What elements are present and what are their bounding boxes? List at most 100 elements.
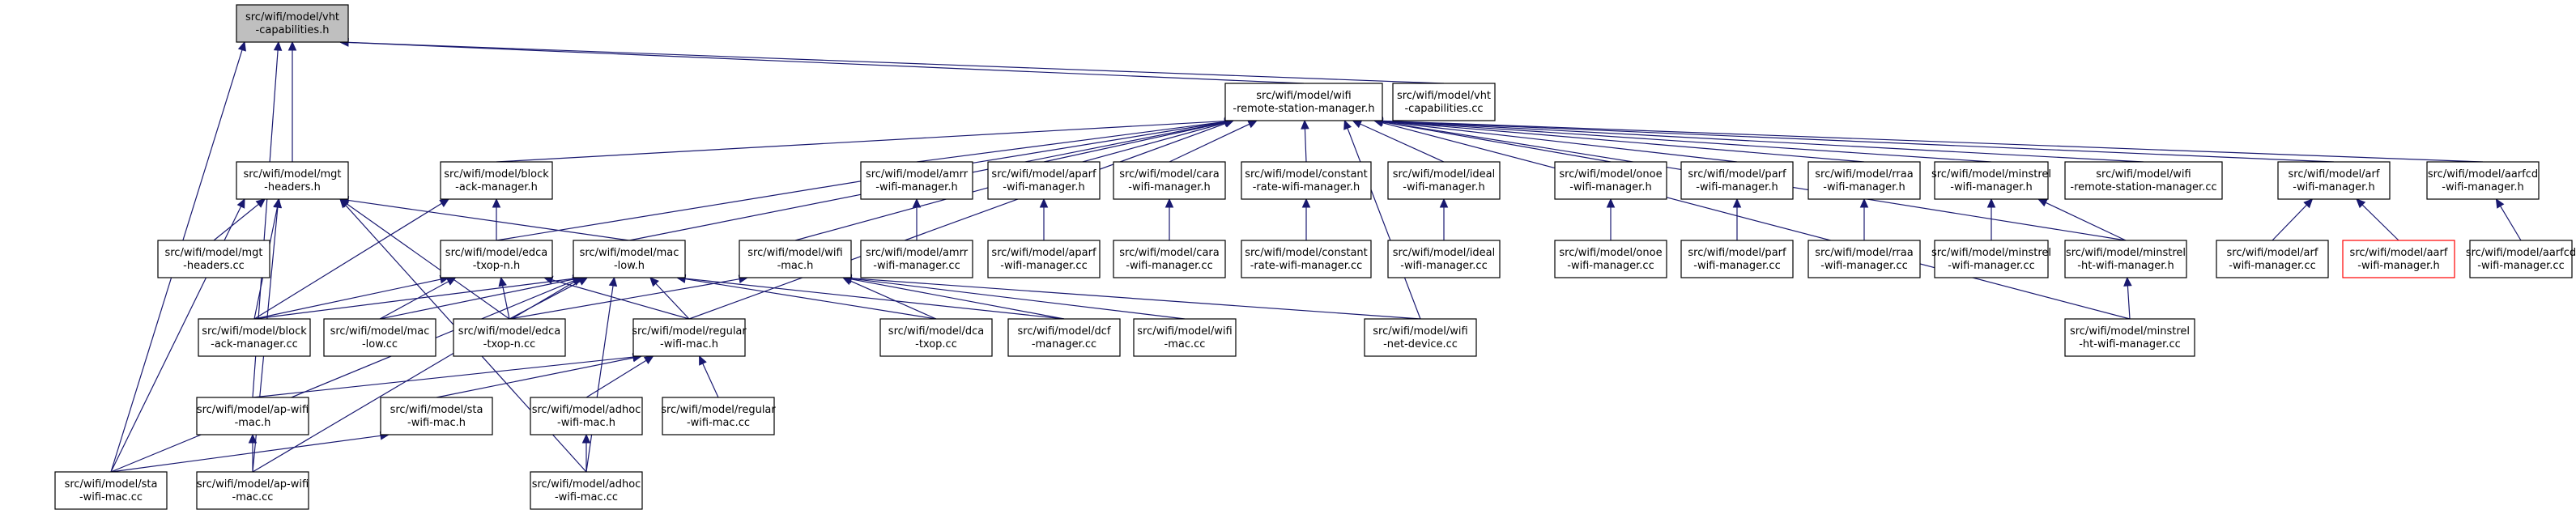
file-node-minstrel-h[interactable]: src/wifi/model/minstrel-wifi-manager.h: [1931, 161, 2051, 200]
edge-mht_h-to-minstrel_h: [2037, 198, 2127, 241]
node-box: [54, 471, 168, 510]
node-box: [1007, 318, 1121, 357]
file-node-cara-cc[interactable]: src/wifi/model/cara-wifi-manager.cc: [1113, 240, 1226, 278]
node-box: [1680, 240, 1794, 278]
file-node-rsm-h[interactable]: src/wifi/model/wifi-remote-station-manag…: [1224, 83, 1383, 121]
node-label-line: -low.cc: [362, 338, 398, 350]
file-node-mgt-cc[interactable]: src/wifi/model/mgt-headers.cc: [157, 240, 270, 278]
edge-arf_cc-to-arf_h: [2272, 198, 2314, 241]
node-label-line: src/wifi/model/aarfcd: [2466, 247, 2576, 259]
file-node-ideal-cc[interactable]: src/wifi/model/ideal-wifi-manager.cc: [1387, 240, 1501, 278]
file-node-back-h[interactable]: src/wifi/model/block-ack-manager.h: [440, 161, 553, 200]
node-label-line: -wifi-mac.cc: [555, 491, 618, 503]
node-label-line: -wifi-mac.cc: [687, 417, 750, 429]
edge-line: [850, 278, 1065, 320]
edge-line: [1347, 128, 1421, 320]
file-node-rraa-h[interactable]: src/wifi/model/rraa-wifi-manager.h: [1807, 161, 1921, 200]
file-node-ap-cc[interactable]: src/wifi/model/ap-wifi-mac.cc: [196, 471, 309, 510]
edge-line: [509, 278, 740, 320]
arrowhead: [1039, 198, 1049, 208]
arrowhead: [1247, 120, 1258, 129]
file-node-sta-h[interactable]: src/wifi/model/sta-wifi-mac.h: [380, 397, 493, 435]
edge-amrr_cc-to-amrr_h: [912, 198, 922, 240]
file-node-parf-cc[interactable]: src/wifi/model/parf-wifi-manager.cc: [1680, 240, 1794, 278]
node-label-line: src/wifi/model/wifi: [1373, 325, 1467, 338]
file-node-parf-h[interactable]: src/wifi/model/parf-wifi-manager.h: [1680, 161, 1794, 200]
edge-arf_h-to-rsm_h: [1373, 117, 2335, 163]
node-label-line: src/wifi/model/parf: [1688, 168, 1786, 181]
file-node-adhoc-h[interactable]: src/wifi/model/adhoc-wifi-mac.h: [530, 397, 643, 435]
file-node-amrr-h[interactable]: src/wifi/model/amrr-wifi-manager.h: [860, 161, 973, 200]
file-node-aparf-h[interactable]: src/wifi/model/aparf-wifi-manager.h: [987, 161, 1101, 200]
node-label-line: -headers.h: [264, 181, 321, 193]
file-node-arf-h[interactable]: src/wifi/model/arf-wifi-manager.h: [2277, 161, 2391, 200]
node-box: [236, 161, 349, 200]
file-node-regular-cc[interactable]: src/wifi/model/regular-wifi-mac.cc: [661, 397, 776, 435]
file-node-minstrel-cc[interactable]: src/wifi/model/minstrel-wifi-manager.cc: [1931, 240, 2051, 278]
node-box: [1113, 240, 1226, 278]
file-node-ideal-h[interactable]: src/wifi/model/ideal-wifi-manager.h: [1387, 161, 1501, 200]
node-label-line: src/wifi/model/mac: [580, 247, 679, 259]
arrowhead: [1165, 198, 1174, 208]
node-label-line: src/wifi/model/rraa: [1815, 168, 1913, 181]
edge-line: [252, 356, 634, 398]
file-node-wifimac-h[interactable]: src/wifi/model/wifi-mac.h: [739, 240, 852, 278]
file-node-regular-h[interactable]: src/wifi/model/regular-wifi-mac.h: [632, 318, 747, 357]
node-box: [632, 318, 746, 357]
file-node-mht-h[interactable]: src/wifi/model/minstrel-ht-wifi-manager.…: [2064, 240, 2187, 278]
edge-line: [688, 122, 1226, 320]
edge-cara_cc-to-cara_h: [1165, 198, 1174, 240]
file-node-netdev-cc[interactable]: src/wifi/model/wifi-net-device.cc: [1364, 318, 1477, 357]
arrowhead: [2356, 198, 2366, 209]
file-node-rsm-cc[interactable]: src/wifi/model/wifi-remote-station-manag…: [2064, 161, 2223, 200]
file-node-vht-h[interactable]: src/wifi/model/vht-capabilities.h: [236, 4, 349, 43]
file-node-maclow-h[interactable]: src/wifi/model/mac-low.h: [573, 240, 686, 278]
file-node-mht-cc[interactable]: src/wifi/model/minstrel-ht-wifi-manager.…: [2064, 318, 2195, 357]
file-node-cara-h[interactable]: src/wifi/model/cara-wifi-manager.h: [1113, 161, 1226, 200]
file-node-edca-h[interactable]: src/wifi/model/edca-txop-n.h: [440, 240, 553, 278]
file-node-aparf-cc[interactable]: src/wifi/model/aparf-wifi-manager.cc: [987, 240, 1101, 278]
file-node-aarfcd-cc[interactable]: src/wifi/model/aarfcd-wifi-manager.cc: [2466, 240, 2576, 278]
node-label-line: src/wifi/model/block: [202, 325, 307, 338]
node-label-line: src/wifi/model/wifi: [1137, 325, 1232, 338]
file-node-aarf-h[interactable]: src/wifi/model/aarf-wifi-manager.h: [2342, 240, 2455, 278]
arrowhead: [1301, 198, 1311, 208]
file-node-onoe-cc[interactable]: src/wifi/model/onoe-wifi-manager.cc: [1554, 240, 1667, 278]
file-node-maclow-cc[interactable]: src/wifi/model/mac-low.cc: [323, 318, 436, 357]
file-node-sta-cc[interactable]: src/wifi/model/sta-wifi-mac.cc: [54, 471, 168, 510]
node-box: [453, 318, 566, 357]
file-node-ap-h[interactable]: src/wifi/model/ap-wifi-mac.h: [196, 397, 309, 435]
file-node-const-cc[interactable]: src/wifi/model/constant-rate-wifi-manage…: [1241, 240, 1372, 278]
edge-line: [1304, 128, 1307, 163]
file-node-edca-cc[interactable]: src/wifi/model/edca-txop-n.cc: [453, 318, 566, 357]
file-node-dca-cc[interactable]: src/wifi/model/dca-txop.cc: [879, 318, 993, 357]
node-label-line: -wifi-manager.cc: [1567, 260, 1654, 272]
file-node-onoe-h[interactable]: src/wifi/model/onoe-wifi-manager.h: [1554, 161, 1667, 200]
file-node-adhoc-cc[interactable]: src/wifi/model/adhoc-wifi-mac.cc: [530, 471, 643, 510]
edge-line: [252, 281, 575, 473]
file-node-vht-cc[interactable]: src/wifi/model/vht-capabilities.cc: [1392, 83, 1496, 121]
file-node-aarfcd-h[interactable]: src/wifi/model/aarfcd-wifi-manager.h: [2426, 161, 2540, 200]
file-node-amrr-cc[interactable]: src/wifi/model/amrr-wifi-manager.cc: [860, 240, 973, 278]
node-label-line: src/wifi/model/mgt: [164, 247, 262, 259]
edge-line: [379, 278, 574, 320]
file-node-mgt-h[interactable]: src/wifi/model/mgt-headers.h: [236, 161, 349, 200]
file-node-back-cc[interactable]: src/wifi/model/block-ack-manager.cc: [198, 318, 311, 357]
node-box: [440, 240, 553, 278]
file-node-wifimac-cc[interactable]: src/wifi/model/wifi-mac.cc: [1133, 318, 1237, 357]
node-label-line: -net-device.cc: [1383, 338, 1458, 350]
node-label-line: src/wifi/model/block: [444, 168, 549, 181]
file-node-rraa-cc[interactable]: src/wifi/model/rraa-wifi-manager.cc: [1807, 240, 1921, 278]
file-node-arf-cc[interactable]: src/wifi/model/arf-wifi-manager.cc: [2216, 240, 2329, 278]
node-box: [2216, 240, 2329, 278]
edge-line: [1382, 121, 1992, 163]
node-label-line: -txop.cc: [915, 338, 957, 350]
arrowhead: [273, 198, 283, 208]
edge-dca_cc-to-wifimac_h: [841, 277, 937, 320]
file-node-const-h[interactable]: src/wifi/model/constant-rate-wifi-manage…: [1241, 161, 1372, 200]
nodes-layer: src/wifi/model/vht-capabilities.h src/wif…: [54, 4, 2576, 510]
edge-regular_h-to-rsm_h: [688, 119, 1235, 320]
node-label-line: src/wifi/model/adhoc: [532, 404, 641, 416]
node-box: [2426, 161, 2540, 200]
file-node-dcf-cc[interactable]: src/wifi/model/dcf-manager.cc: [1007, 318, 1121, 357]
